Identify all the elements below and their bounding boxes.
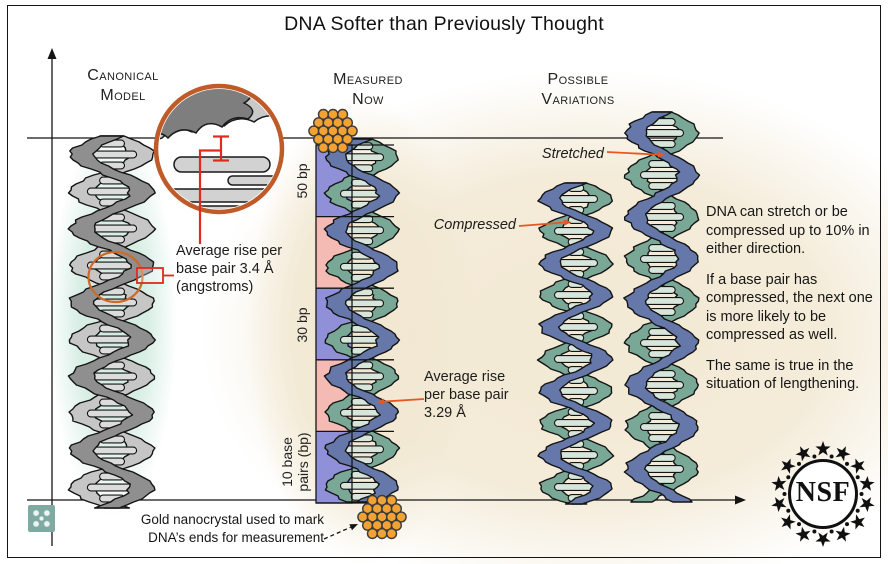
canonical-header-line1: Canonical	[87, 67, 159, 84]
zoom-region-box	[136, 267, 164, 284]
info-text: DNA can stretch or be compressed up to 1…	[706, 203, 882, 406]
gold-nanocrystal-bottom	[357, 494, 407, 540]
measured-rise-line1: Average rise	[424, 369, 506, 385]
scale-label-30bp: 30 bp	[293, 307, 310, 343]
canonical-header-line2: Model	[100, 86, 146, 104]
compressed-label: Compressed	[433, 217, 516, 233]
info-paragraph-3: The same is true in the situation of len…	[706, 357, 860, 393]
rise-note-connector	[198, 149, 221, 244]
gold-note-line2: DNA’s ends for measurement	[148, 529, 324, 545]
column-header-variations: Possible Variations	[518, 70, 638, 109]
scale-label-50bp: 50 bp	[293, 163, 310, 199]
variations-header-line2: Variations	[541, 90, 615, 108]
scale-label-10bp: 10 base pairs (bp)	[279, 432, 311, 491]
scale-label-10bp-line1: 10 base	[278, 437, 295, 487]
gold-nanocrystal-note: Gold nanocrystal used to mark DNA’s ends…	[118, 511, 324, 546]
measured-header-line1: Measured	[333, 71, 403, 88]
rise-measure-marker	[213, 135, 229, 162]
measured-dna-helix	[323, 138, 401, 503]
stretched-dna-helix	[623, 111, 701, 503]
compressed-dna-helix	[536, 182, 615, 505]
nsf-logo-text: NSF	[795, 477, 851, 508]
nsf-logo	[771, 441, 875, 547]
stretched-label: Stretched	[541, 146, 604, 162]
info-paragraph-2: If a base pair has compressed, the next …	[706, 271, 873, 344]
zoom-region-circle	[87, 250, 144, 304]
variations-header-line1: Possible	[547, 71, 609, 88]
column-header-canonical: Canonical Model	[62, 66, 184, 105]
info-paragraph-1: DNA can stretch or be compressed up to 1…	[706, 204, 870, 258]
ornament-icon	[28, 505, 55, 532]
column-header-measured: Measured Now	[318, 70, 418, 109]
gold-note-line1: Gold nanocrystal used to mark	[140, 512, 324, 527]
diagram-title: DNA Softer than Previously Thought	[284, 13, 604, 35]
measured-rise-note: Average rise per base pair 3.29 Å	[424, 369, 529, 423]
canonical-rise-note: Average rise per base pair 3.4 Å (angstr…	[176, 243, 306, 297]
canonical-rise-line2: base pair 3.4 Å	[176, 260, 274, 277]
scale-label-10bp-line2: pairs (bp)	[295, 432, 311, 492]
measured-rise-line2: per base pair	[424, 386, 509, 403]
canonical-rise-line3: (angstroms)	[176, 278, 254, 295]
canonical-rise-line1: Average rise per	[176, 243, 283, 259]
measured-header-line2: Now	[352, 90, 384, 108]
measured-rise-line3: 3.29 Å	[424, 404, 466, 421]
canonical-dna-helix	[67, 135, 157, 509]
magnifier-inset	[153, 83, 285, 215]
gold-nanocrystal-top	[308, 108, 358, 154]
